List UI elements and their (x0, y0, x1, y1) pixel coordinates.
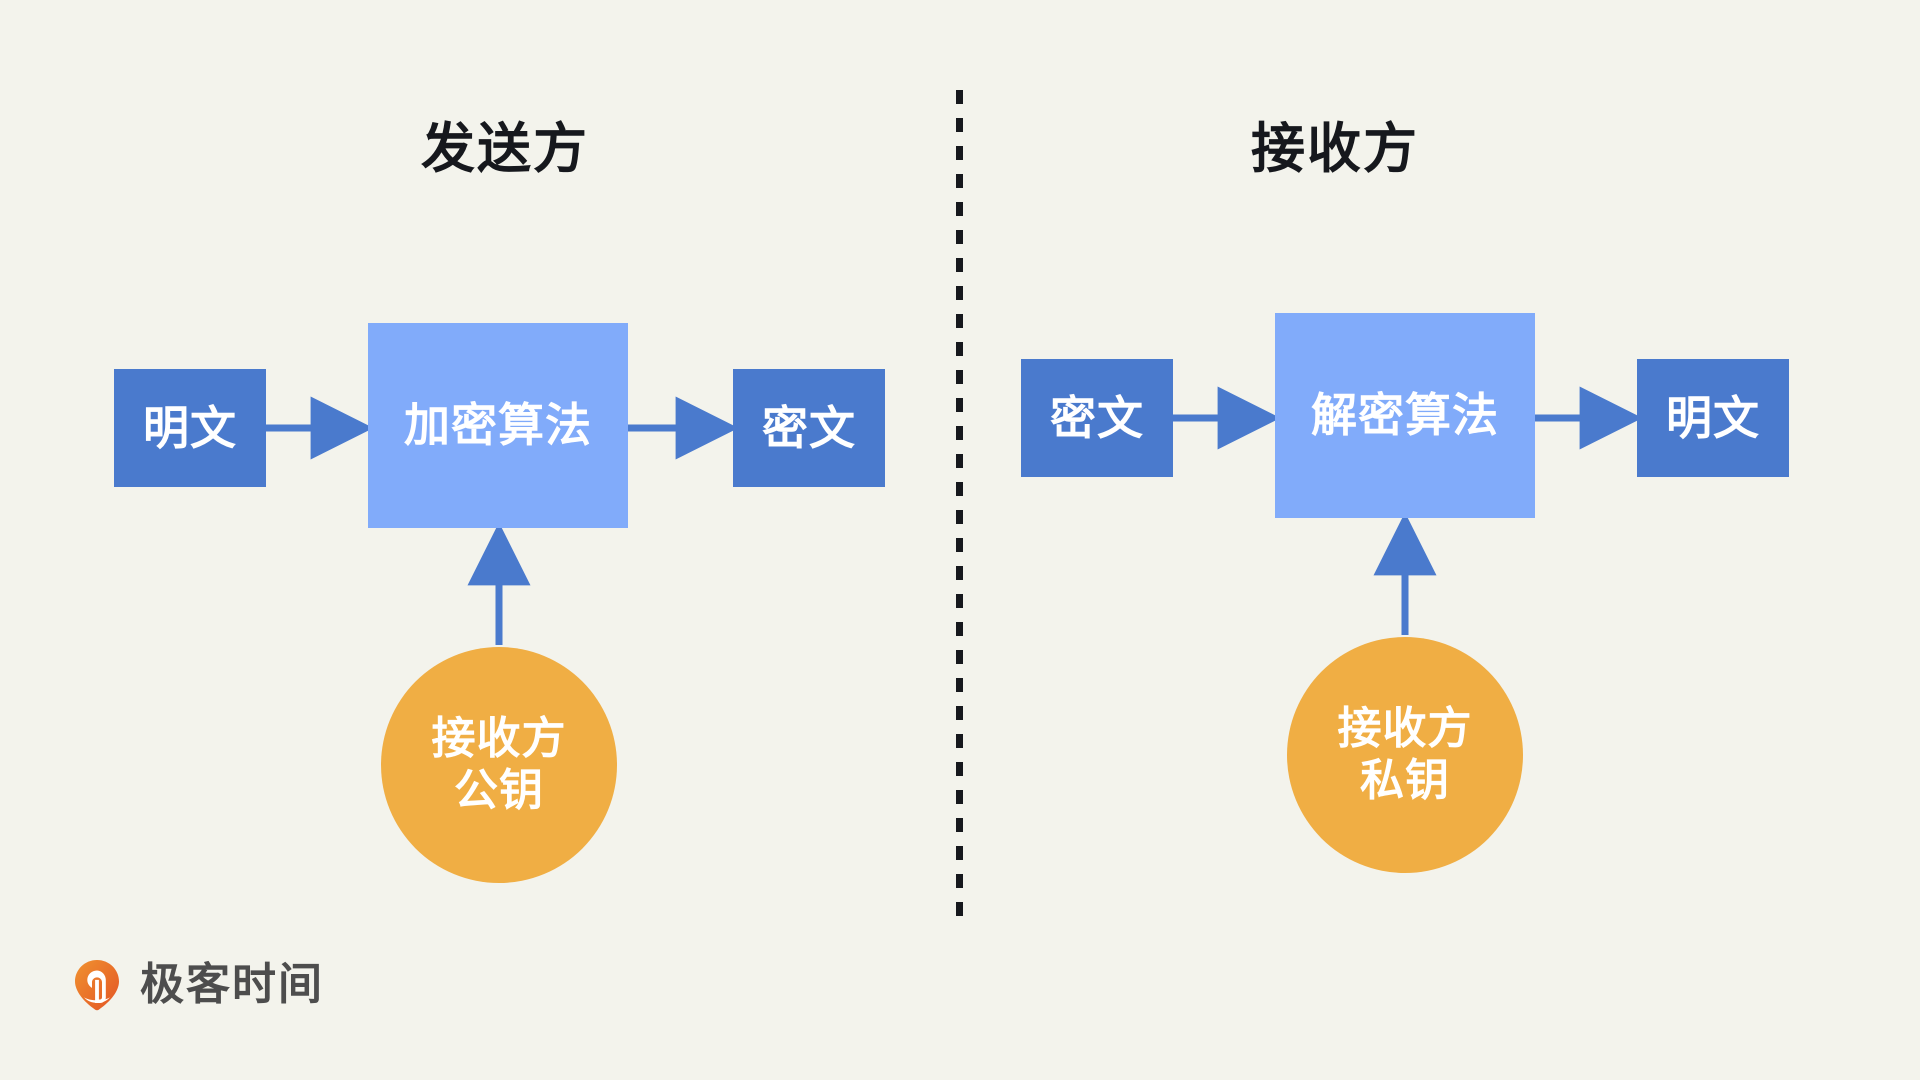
logo-text: 极客时间 (140, 960, 324, 1009)
brand-logo: 极客时间 (70, 958, 324, 1012)
node-decryption-algorithm: 解密算法 (1275, 313, 1535, 518)
dashed-divider (956, 90, 963, 930)
geektime-logo-icon (75, 960, 119, 1011)
section-title-sender: 发送方 (421, 119, 589, 179)
node-receiver-public-key: 接收方 公钥 (381, 647, 617, 883)
node-receiver-ciphertext: 密文 (1021, 359, 1173, 477)
node-receiver-plaintext: 明文 (1637, 359, 1789, 477)
node-sender-ciphertext: 密文 (733, 369, 885, 487)
node-receiver-private-key: 接收方 私钥 (1287, 637, 1523, 873)
node-sender-plaintext: 明文 (114, 369, 266, 487)
section-title-receiver: 接收方 (1251, 119, 1419, 179)
node-encryption-algorithm: 加密算法 (368, 323, 628, 528)
